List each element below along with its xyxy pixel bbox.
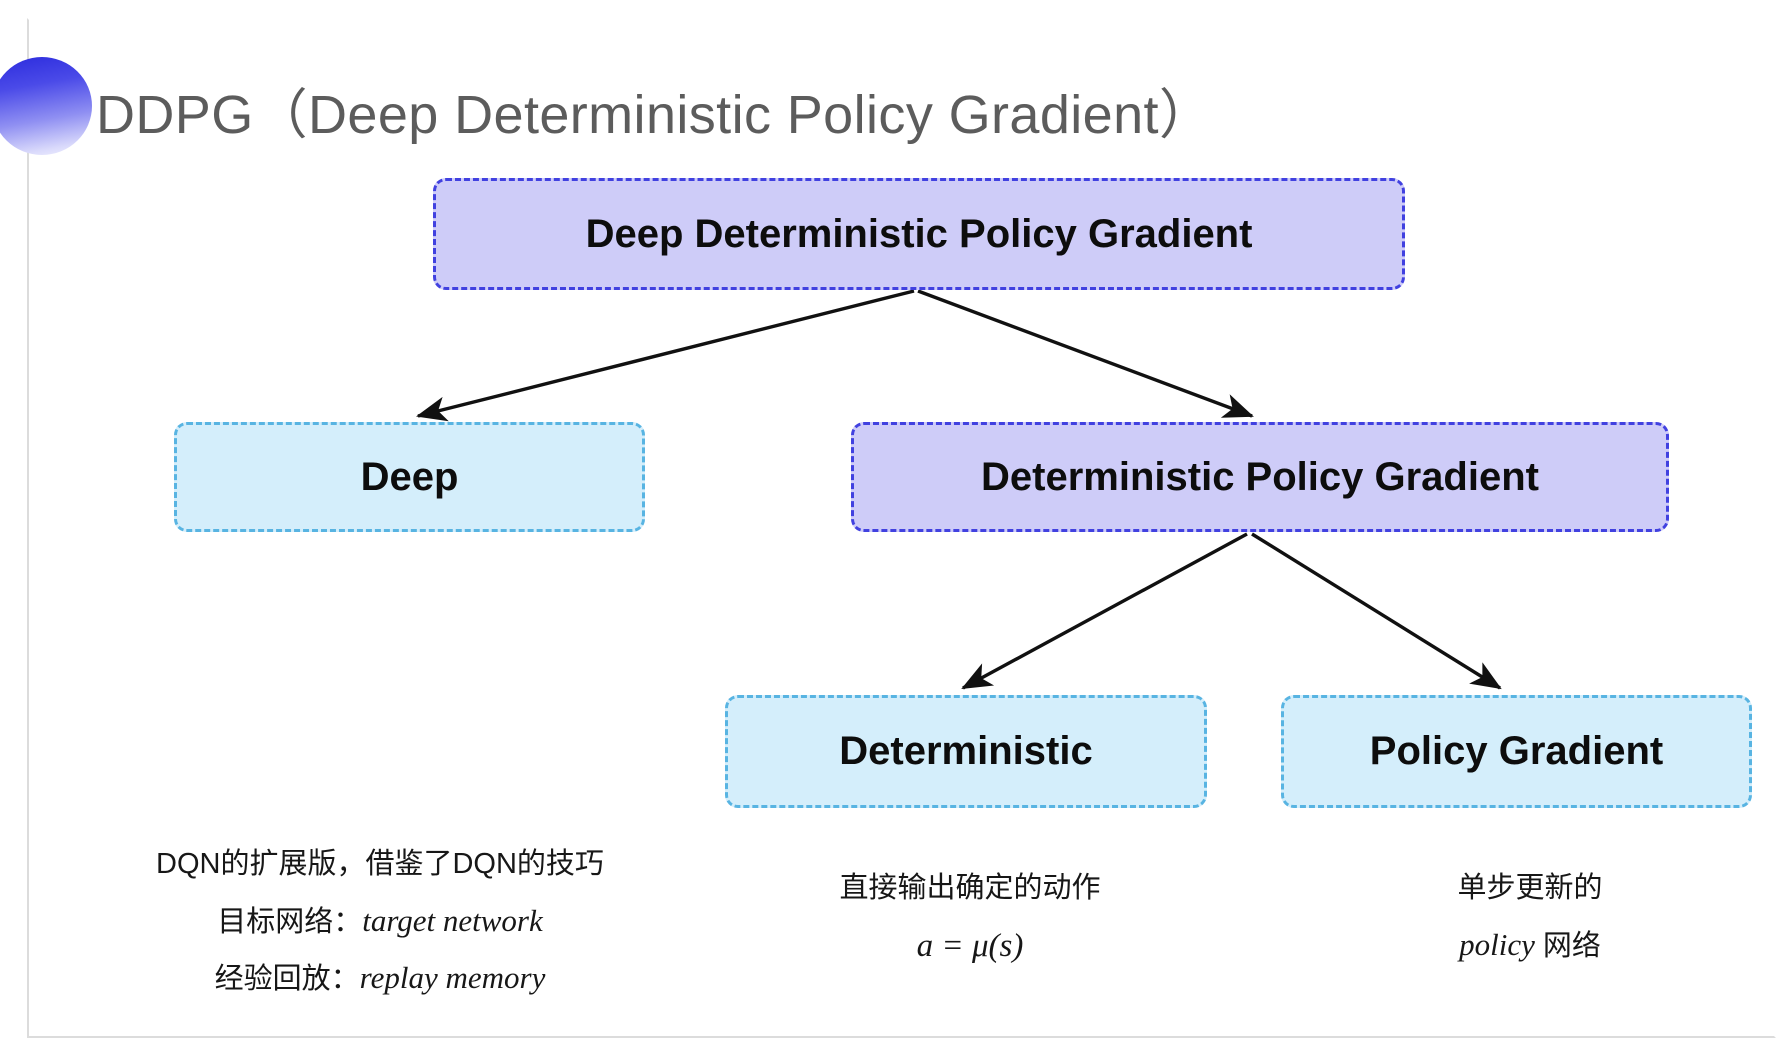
title-bullet-icon: [0, 57, 92, 155]
annotation-deep-line3: 经验回放：replay memory: [100, 949, 660, 1007]
annotation-deterministic-formula: a = μ(s): [916, 927, 1024, 964]
edge-root-to-deep: [416, 289, 915, 422]
node-label: Deep: [360, 454, 459, 499]
annotation-deep: DQN的扩展版，借鉴了DQN的技巧 目标网络：target network 经验…: [100, 838, 660, 1007]
node-deterministic-policy-gradient[interactable]: Deterministic Policy Gradient: [851, 422, 1669, 532]
node-label: Deep Deterministic Policy Gradient: [585, 211, 1253, 256]
edge-root-to-dpg: [917, 289, 1254, 418]
node-label: Deterministic Policy Gradient: [981, 454, 1539, 499]
page-title: DDPG（Deep Deterministic Policy Gradient）: [96, 85, 1214, 145]
edge-dpg-to-policy-gradient: [1251, 532, 1502, 690]
annotation-deep-line1: DQN的扩展版，借鉴了DQN的技巧: [156, 848, 604, 880]
node-label: Policy Gradient: [1369, 729, 1664, 773]
annotation-deep-line2-label: 目标网络：: [217, 905, 363, 938]
annotation-deep-line3-label: 经验回放：: [214, 963, 360, 996]
annotation-deep-line2: 目标网络：target network: [100, 892, 660, 950]
node-deterministic[interactable]: Deterministic: [725, 695, 1207, 808]
annotation-policy-gradient-suffix: 网络: [1534, 929, 1601, 962]
annotation-deep-line3-term: replay memory: [359, 960, 546, 996]
node-policy-gradient[interactable]: Policy Gradient: [1281, 695, 1752, 808]
node-label: Deterministic: [839, 729, 1093, 773]
annotation-policy-gradient-line1: 单步更新的: [1457, 872, 1603, 904]
annotation-deep-line2-term: target network: [362, 902, 543, 938]
annotation-deterministic-line1: 直接输出确定的动作: [839, 872, 1101, 904]
annotation-policy-gradient-line2: policy 网络: [1300, 916, 1760, 974]
annotation-policy-gradient: 单步更新的 policy 网络: [1300, 862, 1760, 973]
annotation-policy-gradient-term: policy: [1459, 926, 1535, 962]
node-deep-deterministic-policy-gradient[interactable]: Deep Deterministic Policy Gradient: [433, 178, 1405, 290]
edge-dpg-to-deterministic: [961, 532, 1248, 690]
node-deep[interactable]: Deep: [174, 422, 645, 532]
annotation-deterministic: 直接输出确定的动作 a = μ(s): [710, 862, 1230, 977]
